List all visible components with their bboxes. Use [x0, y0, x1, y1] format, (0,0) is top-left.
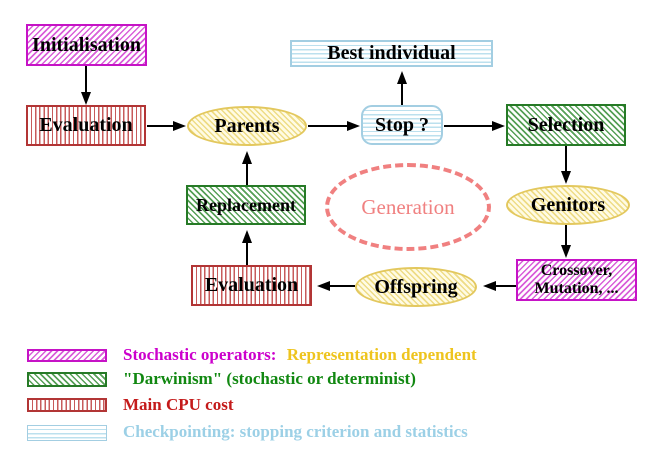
- legend-swatch-checkpointing: [27, 425, 107, 441]
- node-initialisation: Initialisation: [26, 24, 147, 66]
- crossover-line2: Mutation, ...: [534, 280, 619, 297]
- legend-text-representation: Representation dependent: [286, 345, 477, 364]
- legend-label-stochastic-operators: Stochastic operators: Representation dep…: [123, 345, 477, 365]
- legend-text-stochastic: Stochastic operators:: [123, 345, 277, 364]
- node-replacement: Replacement: [186, 185, 306, 225]
- node-genitors: Genitors: [506, 185, 630, 225]
- node-crossover-mutation: Crossover, Mutation, ...: [516, 259, 637, 301]
- legend-label-darwinism: "Darwinism" (stochastic or determinist): [123, 369, 416, 388]
- legend-label-cpu-cost: Main CPU cost: [123, 395, 234, 414]
- legend-swatch-darwinism: [27, 372, 107, 387]
- node-offspring: Offspring: [355, 267, 477, 307]
- node-best-individual: Best individual: [290, 40, 493, 67]
- legend-swatch-cpu-cost: [27, 398, 107, 412]
- node-evaluation-top: Evaluation: [26, 105, 146, 146]
- node-selection: Selection: [506, 104, 626, 146]
- node-parents: Parents: [187, 106, 307, 146]
- node-generation: Generation: [325, 163, 491, 251]
- crossover-line1: Crossover,: [540, 261, 613, 279]
- node-stop: Stop ?: [361, 105, 443, 145]
- legend-swatch-stochastic-operators: [27, 349, 107, 362]
- legend-label-checkpointing: Checkpointing: stopping criterion and st…: [123, 422, 468, 441]
- node-evaluation-bottom: Evaluation: [191, 265, 312, 306]
